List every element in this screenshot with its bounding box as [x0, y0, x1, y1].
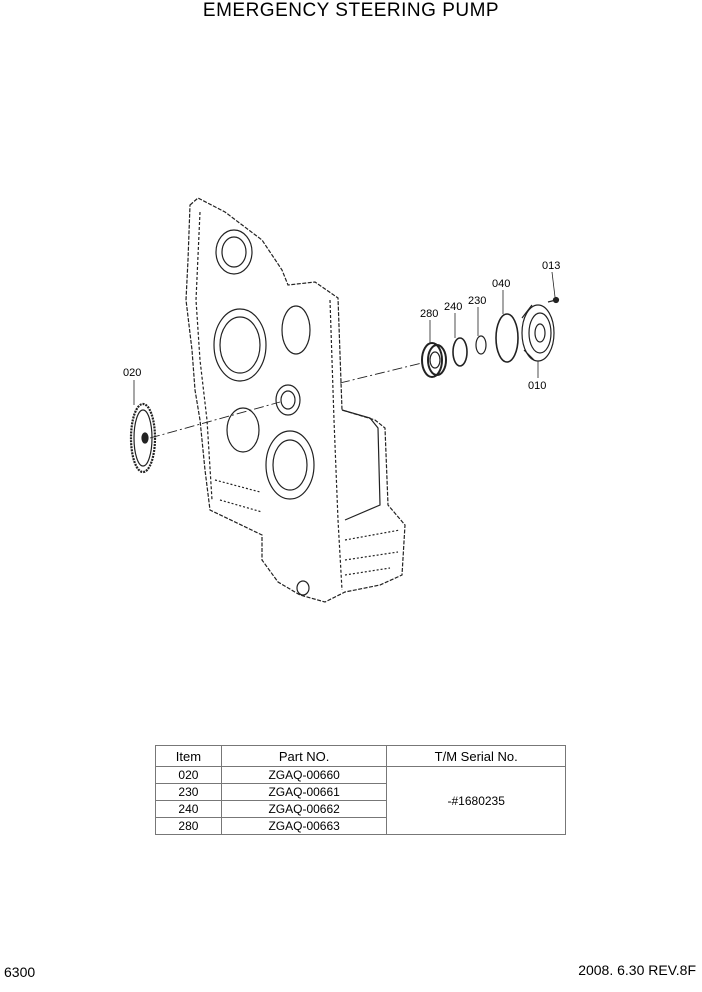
cell-item: 240 [155, 800, 222, 818]
date-revision: 2008. 6.30 REV.8F [578, 962, 696, 978]
cell-part-no: ZGAQ-00661 [220, 783, 388, 801]
table-row: 020 ZGAQ-00660 -#1680235 [155, 766, 566, 835]
housing-right-edge [329, 299, 343, 591]
callout-240: 240 [444, 301, 462, 313]
upper-bore [215, 229, 253, 275]
callout-280: 280 [420, 308, 438, 320]
lower-bore [265, 430, 315, 500]
callout-230: 230 [468, 295, 486, 307]
main-bore [213, 308, 267, 382]
header-item: Item [155, 745, 222, 767]
pump-bore [275, 384, 301, 416]
bolt-013 [547, 296, 560, 304]
cell-item: 230 [155, 783, 222, 801]
side-block [341, 409, 381, 521]
callout-010: 010 [528, 380, 546, 392]
callout-013: 013 [542, 260, 560, 272]
table-row: 240 ZGAQ-00662 [155, 800, 566, 818]
table-row: 280 ZGAQ-00663 [155, 817, 566, 835]
ring-240 [452, 337, 468, 367]
parts-table: Item Part NO. T/M Serial No. 020 ZGAQ-00… [155, 745, 566, 835]
housing-inner-edge [195, 211, 213, 501]
lower-left-bore [226, 407, 260, 453]
callout-020: 020 [123, 367, 141, 379]
table-header-row: Item Part NO. T/M Serial No. [155, 745, 566, 767]
cover-010 [521, 304, 555, 362]
bottom-hole [296, 580, 310, 596]
housing-outline [185, 197, 406, 603]
gear-020 [129, 402, 157, 474]
cell-part-no: ZGAQ-00662 [220, 800, 388, 818]
right-bore [281, 305, 311, 355]
cell-part-no: ZGAQ-00663 [220, 817, 388, 835]
page-title: EMERGENCY STEERING PUMP [202, 0, 500, 21]
cell-serial-no: -#1680235 [386, 766, 566, 835]
cell-item: 020 [155, 766, 222, 784]
center-line-gear [149, 401, 281, 439]
table-row: 230 ZGAQ-00661 [155, 783, 566, 801]
page-number: 6300 [4, 964, 36, 980]
bearing-280 [421, 342, 447, 378]
oring-040 [495, 313, 519, 363]
center-line-pump [339, 362, 423, 384]
header-serial-no: T/M Serial No. [386, 745, 566, 767]
cell-item: 280 [155, 817, 222, 835]
exploded-parts-diagram: 020 280 240 230 040 013 010 [123, 197, 560, 603]
callout-040: 040 [492, 278, 510, 290]
cell-part-no: ZGAQ-00660 [220, 766, 388, 784]
header-part-no: Part NO. [220, 745, 388, 767]
ring-230 [475, 335, 487, 355]
